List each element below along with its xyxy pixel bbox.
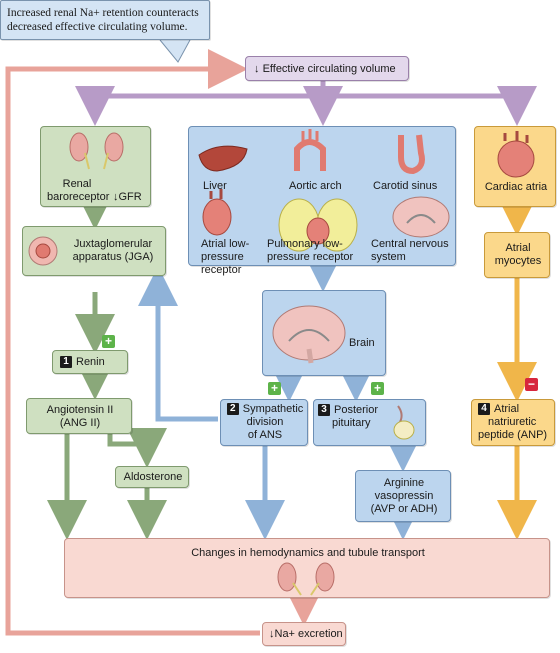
brain-node: Brain (262, 290, 386, 376)
posterior-label-1: Posterior (334, 404, 379, 416)
atrial-low-label-2: pressure (201, 251, 244, 263)
effective-volume-label: Effective circulating volume (262, 63, 396, 75)
decrease-arrow: ↓ (254, 63, 260, 75)
angiotensin-node: Angiotensin II (ANG II) (26, 398, 132, 434)
posterior-pituitary-node: 3 Posterior pituitary (313, 399, 426, 446)
effective-circulating-volume-node: ↓ Effective circulating volume (245, 56, 409, 81)
angiotensin-label-1: Angiotensin II (46, 404, 114, 416)
renin-node: 1 Renin (52, 350, 128, 374)
excretion-arrow: ↓ (269, 628, 275, 640)
callout-line-2: decreased effective circulating volume. (7, 21, 188, 33)
pulmonary-label-1: Pulmonary low- (267, 238, 343, 250)
atrial-low-label-3: receptor (201, 264, 242, 276)
atrial-low-label-1: Atrial low- (201, 238, 250, 250)
gfr-label: GFR (118, 191, 142, 203)
pituitary-stimulate-sign: + (371, 382, 384, 395)
neural-pathway-arrows (138, 252, 423, 540)
renal-pathway-arrows (47, 190, 167, 540)
myocytes-label-1: Atrial (505, 242, 531, 254)
atrial-heart-icon (202, 189, 232, 236)
jga-label-1: Juxtaglomerular (73, 238, 153, 250)
angiotensin-label-2: (ANG II) (59, 417, 101, 429)
pulmonary-label-2: pressure receptor (267, 251, 354, 263)
avp-node: Arginine vasopressin (AVP or ADH) (355, 470, 451, 522)
sympathetic-label-3: of ANS (247, 429, 283, 441)
step-2-badge: 2 (226, 403, 239, 415)
carotid-sinus-label: Carotid sinus (373, 180, 438, 192)
aldosterone-label: Aldosterone (123, 471, 183, 483)
excretion-label: Na+ excretion (274, 628, 343, 640)
myocytes-label-2: myocytes (494, 255, 542, 267)
posterior-label-2: pituitary (332, 417, 371, 429)
kidney-pair-icon (277, 562, 335, 596)
brain-icon (272, 305, 346, 364)
cardiac-atria-node: Cardiac atria (474, 126, 556, 207)
cardiac-atria-label: Cardiac atria (484, 181, 548, 193)
brain-label: Brain (349, 337, 375, 349)
step-1-badge: 1 (60, 356, 72, 368)
callout-pointer (159, 39, 191, 63)
anp-inhibit-sign: − (525, 378, 538, 391)
renal-label-1: Renal (62, 178, 92, 190)
liver-icon (198, 145, 248, 172)
aortic-arch-label: Aortic arch (289, 180, 342, 192)
glomerulus-icon (28, 236, 58, 266)
callout-line-1: Increased renal Na+ retention counteract… (7, 7, 199, 19)
na-excretion-node: ↓Na+ excretion (262, 622, 346, 646)
renin-label: Renin (76, 356, 105, 368)
brain-icon (392, 196, 450, 238)
step-3-badge: 3 (318, 404, 330, 416)
anp-label-1: Atrial (494, 403, 520, 415)
heart-icon (497, 131, 535, 178)
sympathetic-label-1: Sympathetic (242, 403, 304, 415)
gfr-arrow: ↓ (113, 191, 119, 203)
renal-label-2: baroreceptor (47, 191, 110, 203)
anp-label-2: natriuretic (488, 416, 537, 428)
renin-stimulate-sign: + (102, 335, 115, 348)
cns-label-2: system (371, 251, 406, 263)
renal-baroreceptor-node: Renal baroreceptor ↓GFR (40, 126, 151, 207)
aortic-arch-icon (294, 129, 326, 171)
sympathetic-stimulate-sign: + (268, 382, 281, 395)
anp-label-3: peptide (ANP) (478, 429, 548, 441)
hemodynamics-label: Changes in hemodynamics and tubule trans… (191, 547, 425, 559)
lungs-icon (278, 198, 358, 252)
volume-receptors-panel: Liver Aortic arch Carotid sinus Atrial l… (188, 126, 456, 276)
jga-label-2: apparatus (JGA) (72, 251, 154, 263)
atrial-myocytes-node: Atrial myocytes (484, 232, 550, 278)
feedback-loop-arrows (5, 49, 324, 636)
aldosterone-node: Aldosterone (115, 466, 189, 488)
kidney-icon (69, 132, 124, 170)
avp-label-1: Arginine (383, 477, 425, 489)
cns-label-1: Central nervous (371, 238, 449, 250)
callout-note: Increased renal Na+ retention counteract… (0, 0, 210, 40)
volume-distribution-arrows (75, 80, 537, 126)
hemodynamics-node: Changes in hemodynamics and tubule trans… (64, 538, 550, 598)
avp-label-3: (AVP or ADH) (370, 503, 438, 515)
avp-label-2: vasopressin (374, 490, 434, 502)
sympathetic-label-2: division (246, 416, 284, 428)
receptor-icons (198, 129, 450, 252)
pituitary-icon (393, 405, 415, 440)
step-4-badge: 4 (478, 403, 490, 415)
jga-node: Juxtaglomerular apparatus (JGA) (22, 226, 166, 276)
anp-node: 4 Atrial natriuretic peptide (ANP) (471, 399, 555, 446)
liver-label: Liver (203, 180, 227, 192)
carotid-sinus-icon (398, 134, 425, 175)
